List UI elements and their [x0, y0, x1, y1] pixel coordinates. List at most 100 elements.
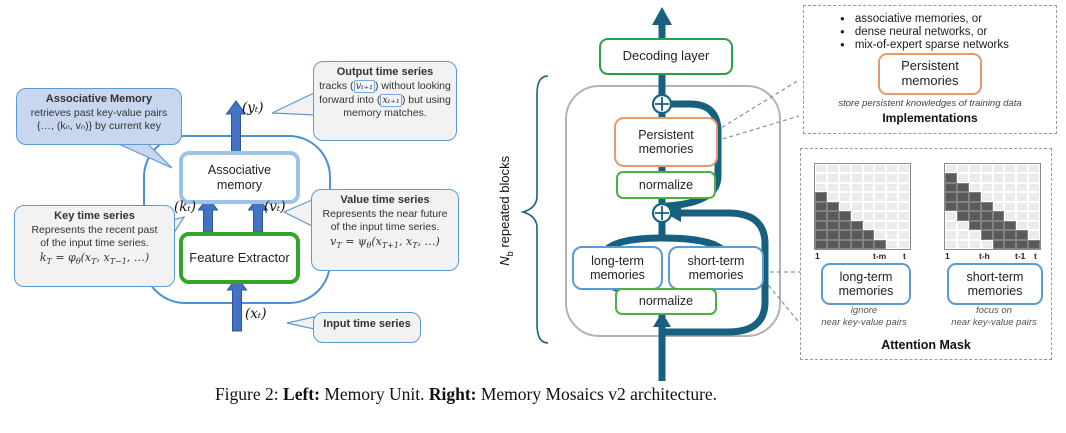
bullet-icon: ● [840, 40, 845, 49]
mask-cell-attended [838, 230, 851, 240]
mask-cell-attended [956, 201, 969, 212]
mask-cell-masked [980, 182, 993, 193]
mask-cell-attended [874, 239, 887, 249]
mask-cell-attended [945, 173, 957, 183]
mask-cell-masked [886, 239, 899, 249]
mask-cell-attended [1028, 239, 1040, 249]
mask-cell-masked [874, 201, 887, 212]
mask-cell-masked [826, 182, 839, 193]
mask-cell-masked [945, 164, 957, 174]
attention-mask-panel: 1 t-m t 1 t-h t-1 t long-term memories s… [800, 148, 1052, 360]
residual-skip-lower [662, 209, 769, 336]
value-time-series-callout: Value time series Represents the near fu… [311, 189, 459, 271]
mask-cell-attended [838, 239, 851, 249]
mask-cell-masked [1004, 192, 1017, 202]
mask-cell-masked [815, 173, 827, 183]
mask-cell-masked [886, 230, 899, 240]
input-arrowhead [653, 312, 671, 327]
associative-memory-line2: memory [216, 177, 263, 192]
mask-cell-attended [1016, 230, 1029, 240]
mask-cell-attended [815, 192, 827, 202]
mask-tick: t-m [873, 251, 887, 261]
mask-cell-masked [1004, 201, 1017, 212]
normalize-bottom-box: normalize [615, 288, 717, 315]
sum-node-top-icon [651, 93, 673, 115]
mask-cell-masked [874, 173, 887, 183]
list-item: ●dense neural networks, or [840, 26, 988, 38]
mask-cell-attended [945, 192, 957, 202]
mask-cell-masked [1016, 164, 1029, 174]
v-next-token: vₜ₊₁ [353, 79, 375, 93]
mask-cell-attended [850, 239, 863, 249]
long-term-memories-legend-box: long-term memories [821, 263, 911, 305]
key-formula: kT = φθ(xT, xT−1, …) [39, 250, 150, 266]
mask-cell-masked [886, 182, 899, 193]
associative-callout-tail [111, 140, 173, 169]
mask-tick: t-1 [1015, 251, 1026, 261]
mask-cell-masked [956, 173, 969, 183]
mask-cell-masked [992, 192, 1005, 202]
mask-cell-masked [1028, 192, 1040, 202]
mask-cell-masked [992, 164, 1005, 174]
dashed-connector-persistent-2 [715, 115, 800, 142]
mask-cell-masked [1028, 164, 1040, 174]
x-signal-label: (xₜ) [245, 306, 267, 322]
mask-cell-attended [862, 239, 875, 249]
mask-cell-masked [850, 211, 863, 221]
mask-cell-masked [1028, 173, 1040, 183]
mask-cell-attended [992, 239, 1005, 249]
mask-cell-masked [850, 173, 863, 183]
associative-callout-line1: retrieves past key-value pairs [30, 106, 168, 119]
mask-cell-masked [980, 239, 993, 249]
mask-cell-attended [1004, 220, 1017, 231]
mask-cell-attended [968, 192, 981, 202]
normalize-top-box: normalize [616, 171, 716, 199]
value-callout-title: Value time series [340, 194, 430, 206]
mask-cell-masked [874, 230, 887, 240]
mask-cell-attended [826, 201, 839, 212]
mask-tick: 1 [815, 251, 820, 261]
long-term-note: ignore near key-value pairs [821, 305, 907, 329]
mask-cell-masked [980, 173, 993, 183]
mask-cell-masked [1016, 173, 1029, 183]
mask-cell-attended [838, 220, 851, 231]
decoding-layer-box: Decoding layer [599, 38, 733, 75]
mask-cell-masked [862, 192, 875, 202]
mask-cell-attended [968, 201, 981, 212]
key-callout-title: Key time series [54, 210, 135, 222]
mask-cell-masked [980, 192, 993, 202]
sum-node-bottom-icon [651, 202, 673, 224]
list-item: ●mix-of-expert sparse networks [840, 39, 1009, 51]
input-time-series-callout: Input time series [313, 312, 421, 343]
feature-extractor-label: Feature Extractor [189, 249, 290, 265]
bullet-icon: ● [840, 14, 845, 23]
mask-cell-masked [850, 201, 863, 212]
mask-tick: 1 [945, 251, 950, 261]
mask-cell-masked [898, 201, 910, 212]
mask-tick: t [1034, 251, 1037, 261]
mask-cell-attended [992, 220, 1005, 231]
associative-callout-title: Associative Memory [45, 93, 153, 105]
mask-tick: t-h [979, 251, 990, 261]
feature-extractor-box: Feature Extractor [179, 232, 300, 284]
mask-cell-attended [956, 211, 969, 221]
output-callout-body: tracks (vₜ₊₁) without looking forward in… [319, 79, 451, 120]
mask-cell-masked [956, 220, 969, 231]
mask-cell-attended [1004, 230, 1017, 240]
repeated-block-container [565, 85, 781, 337]
mask-cell-masked [826, 164, 839, 174]
mask-cell-masked [815, 182, 827, 193]
mask-cell-masked [862, 211, 875, 221]
short-term-mask-grid [944, 163, 1041, 250]
mask-cell-masked [898, 164, 910, 174]
mask-cell-masked [815, 164, 827, 174]
mask-cell-masked [956, 239, 969, 249]
mask-cell-masked [886, 173, 899, 183]
mask-cell-masked [945, 220, 957, 231]
mask-cell-masked [862, 173, 875, 183]
mask-cell-masked [886, 201, 899, 212]
mask-cell-masked [945, 239, 957, 249]
mask-cell-masked [956, 230, 969, 240]
mask-cell-masked [992, 201, 1005, 212]
mask-cell-masked [898, 192, 910, 202]
